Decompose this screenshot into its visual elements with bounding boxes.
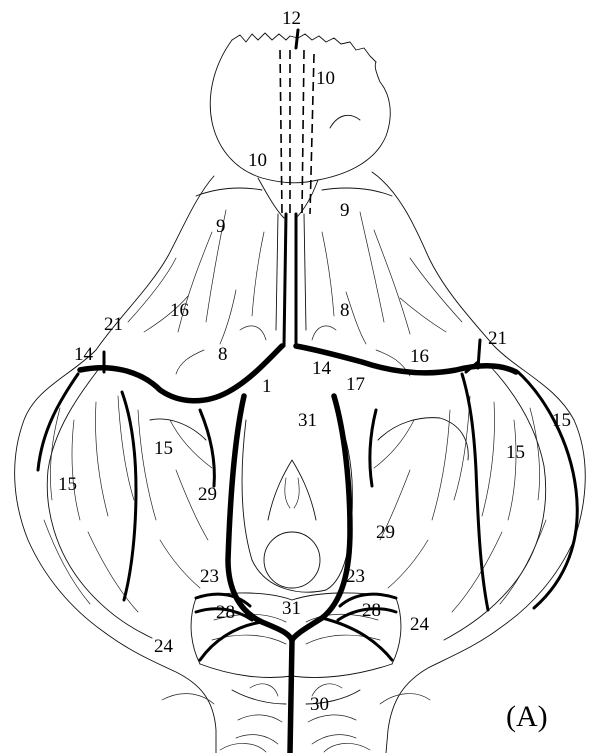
label-31: 31	[298, 410, 317, 431]
label-9: 9	[340, 200, 350, 221]
label-14: 14	[74, 344, 94, 365]
label-21: 21	[488, 328, 507, 349]
label-15: 15	[154, 438, 173, 459]
label-24: 24	[154, 636, 174, 657]
label-14: 14	[312, 358, 332, 379]
olfactory-dashed-vessels	[280, 50, 314, 214]
label-15: 15	[58, 474, 77, 495]
label-28: 28	[362, 600, 381, 621]
label-8: 8	[340, 300, 350, 321]
label-8: 8	[218, 344, 228, 365]
label-10: 10	[248, 150, 267, 171]
label-24: 24	[410, 614, 430, 635]
label-30: 30	[310, 694, 329, 715]
panel-label: (A)	[506, 700, 548, 733]
label-16: 16	[410, 346, 429, 367]
label-29: 29	[198, 484, 217, 505]
label-10: 10	[316, 68, 335, 89]
label-17: 17	[346, 374, 365, 395]
label-28: 28	[216, 602, 235, 623]
major-vessels	[38, 30, 577, 753]
brain-outline	[15, 33, 586, 753]
label-15: 15	[506, 442, 525, 463]
label-12: 12	[282, 8, 301, 29]
label-1: 1	[262, 376, 272, 397]
label-31: 31	[282, 598, 301, 619]
label-29: 29	[376, 522, 395, 543]
label-23: 23	[200, 566, 219, 587]
label-23: 23	[346, 566, 365, 587]
label-16: 16	[170, 300, 189, 321]
label-9: 9	[216, 216, 226, 237]
label-21: 21	[104, 314, 123, 335]
label-15: 15	[552, 410, 571, 431]
